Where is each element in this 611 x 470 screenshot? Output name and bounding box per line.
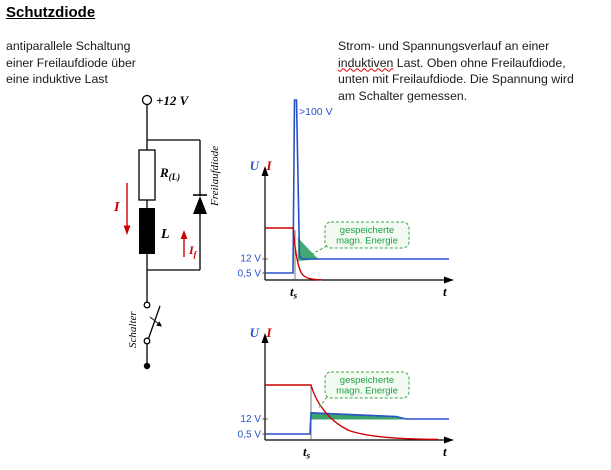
lower-ts-label: ts [303, 444, 311, 461]
upper-12v-label: 12 V [240, 254, 261, 265]
diode-symbol [193, 194, 207, 214]
upper-energy-callout: gespeicherte magn. Energie [311, 221, 410, 255]
intro-paragraph-left: antiparallele Schaltung einer Freilaufdi… [6, 38, 206, 88]
bottom-node [143, 362, 151, 370]
svg-text:magn. Energie: magn. Energie [336, 386, 398, 397]
lower-time-axis-label: t [443, 444, 447, 459]
supply-terminal [141, 94, 153, 106]
resistor-symbol [138, 149, 156, 201]
lower-current-curve [265, 384, 439, 440]
switch-symbol [143, 301, 162, 345]
load-current-arrow [123, 183, 131, 235]
freewheel-current-label: If [188, 243, 198, 259]
upper-spike-label: >100 V [299, 106, 333, 118]
misspelled-word: induktiven [338, 55, 394, 70]
svg-text:magn. Energie: magn. Energie [336, 236, 398, 247]
intro-left-line: eine induktive Last [6, 72, 108, 86]
intro-right-line: am Schalter gemessen. [338, 88, 468, 103]
intro-right-line: induktiven Last. Oben ohne Freilaufdiode… [338, 55, 566, 70]
upper-graph: U I >100 V 12 V 0,5 V ts t gespeicherte … [238, 99, 454, 301]
diode-label: Freilaufdiode [209, 146, 221, 207]
lower-voltage-axis-label: U [250, 325, 260, 340]
svg-text:gespeicherte: gespeicherte [340, 375, 394, 386]
lower-voltage-curve [265, 412, 449, 435]
lower-current-axis-label: I [266, 325, 273, 340]
lower-05v-label: 0,5 V [238, 430, 262, 441]
upper-time-axis-label: t [443, 284, 447, 299]
resistor-label: R(L) [159, 165, 180, 182]
upper-voltage-curve [265, 99, 449, 274]
supply-voltage-label: +12 V [156, 93, 190, 108]
lower-graph: U I 12 V 0,5 V ts t gespeicherte magn. E… [238, 325, 454, 461]
lower-graph-axes [261, 333, 454, 444]
load-current-label: I [113, 200, 120, 215]
upper-current-curve [265, 227, 323, 281]
intro-right-line: Strom- und Spannungsverlauf an einer [338, 39, 550, 53]
intro-right-line: unten mit Freilaufdiode. Die Spannung wi… [338, 72, 574, 86]
intro-left-line: einer Freilaufdiode über [6, 55, 136, 70]
page-title: Schutzdiode [6, 4, 96, 21]
switch-label: Schalter [127, 311, 139, 348]
inductor-label: L [160, 227, 170, 242]
lower-12v-label: 12 V [240, 414, 261, 425]
upper-current-axis-label: I [266, 158, 273, 173]
freewheel-current-arrow [180, 230, 188, 257]
circuit-diagram: +12 V R(L) L I [113, 93, 221, 370]
upper-05v-label: 0,5 V [238, 269, 262, 280]
lower-energy-callout: gespeicherte magn. Energie [317, 371, 410, 410]
intro-left-line: antiparallele Schaltung [6, 39, 131, 53]
upper-energy-region [297, 236, 320, 262]
intro-paragraph-right: Strom- und Spannungsverlauf an einer ind… [338, 38, 606, 104]
inductor-symbol [139, 208, 155, 254]
circuit-wires [146, 104, 201, 363]
svg-text:gespeicherte: gespeicherte [340, 225, 394, 236]
upper-voltage-axis-label: U [250, 158, 260, 173]
upper-ts-label: ts [290, 284, 298, 301]
